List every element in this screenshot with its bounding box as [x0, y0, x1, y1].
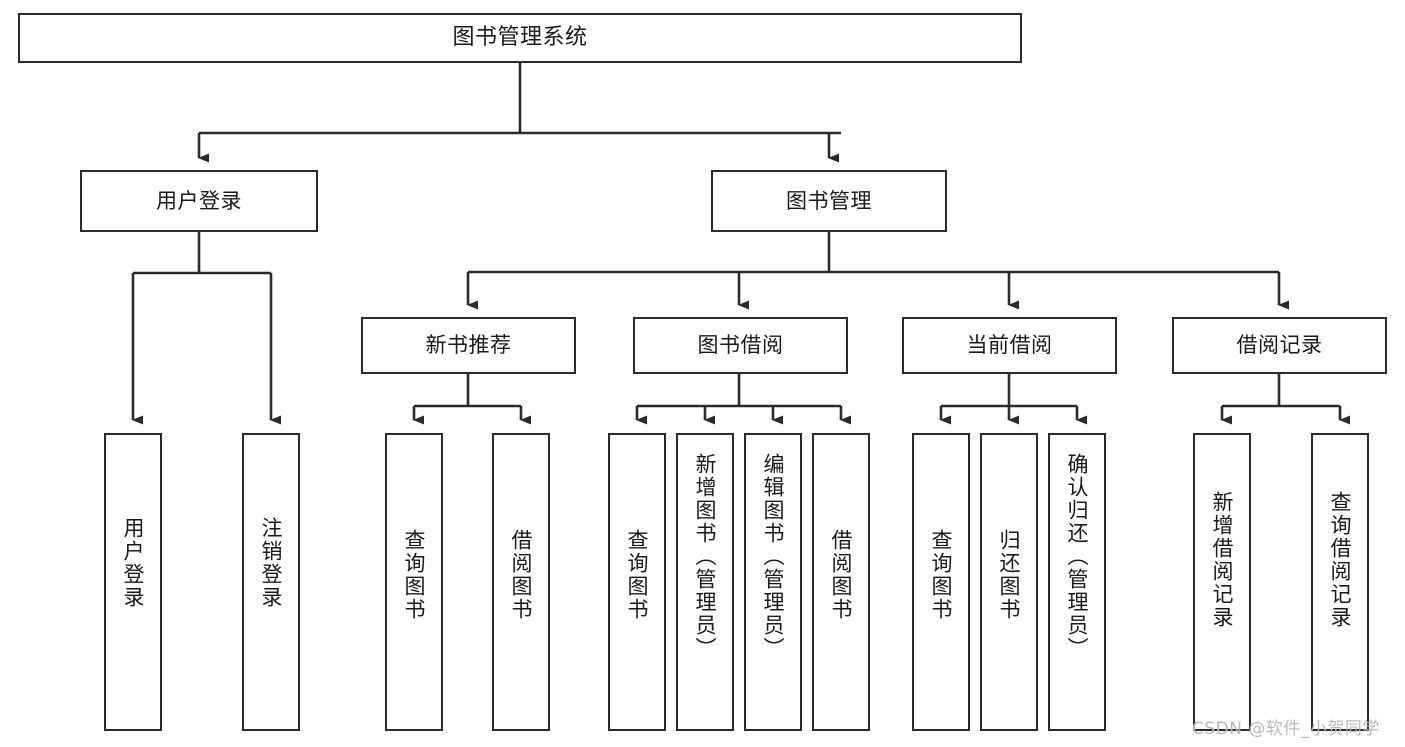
- leaf-record-add-borrow-record[interactable]: 新增借阅记录: [1193, 433, 1251, 731]
- leaf-current-confirm-return-admin[interactable]: 确认归还（管理员）: [1048, 433, 1106, 731]
- node-book-management[interactable]: 图书管理: [711, 170, 947, 232]
- csdn-watermark: CSDN @软件_小贺同学: [1192, 719, 1380, 739]
- leaf-newbook-borrow-book[interactable]: 借阅图书: [492, 433, 550, 731]
- node-new-book-recommend[interactable]: 新书推荐: [361, 317, 576, 374]
- node-borrow-record[interactable]: 借阅记录: [1172, 317, 1387, 374]
- node-user-login[interactable]: 用户登录: [80, 170, 318, 232]
- node-label: 图书管理系统: [452, 25, 588, 51]
- node-label: 查询图书: [402, 529, 427, 621]
- node-label: 查询图书: [625, 529, 650, 621]
- node-label: 新书推荐: [425, 333, 512, 358]
- leaf-current-query-book[interactable]: 查询图书: [912, 433, 970, 731]
- node-label: 当前借阅: [966, 333, 1053, 358]
- node-label: 用户登录: [121, 517, 146, 609]
- node-label: 借阅记录: [1236, 333, 1323, 358]
- leaf-record-query-borrow-record[interactable]: 查询借阅记录: [1311, 433, 1369, 731]
- node-root-book-management-system[interactable]: 图书管理系统: [18, 13, 1022, 63]
- node-label: 注销登录: [259, 517, 284, 609]
- node-label: 图书管理: [786, 188, 872, 213]
- node-label: 用户登录: [156, 188, 242, 213]
- node-label: 编辑图书（管理员）: [761, 453, 786, 660]
- leaf-borrow-borrow-book[interactable]: 借阅图书: [812, 433, 870, 731]
- node-label: 新增借阅记录: [1210, 491, 1235, 629]
- node-label: 确认归还（管理员）: [1065, 453, 1090, 660]
- node-label: 查询图书: [929, 529, 954, 621]
- node-label: 借阅图书: [509, 529, 534, 621]
- leaf-borrow-query-book[interactable]: 查询图书: [608, 433, 666, 731]
- leaf-user-login[interactable]: 用户登录: [104, 433, 162, 731]
- node-label: 归还图书: [997, 529, 1022, 621]
- node-label: 图书借阅: [697, 333, 784, 358]
- node-book-borrow[interactable]: 图书借阅: [633, 317, 848, 374]
- leaf-borrow-add-book-admin[interactable]: 新增图书（管理员）: [676, 433, 734, 731]
- node-label: 新增图书（管理员）: [693, 453, 718, 660]
- leaf-logout-login[interactable]: 注销登录: [242, 433, 300, 731]
- node-current-borrow[interactable]: 当前借阅: [902, 317, 1117, 374]
- node-label: 查询借阅记录: [1328, 491, 1353, 629]
- leaf-current-return-book[interactable]: 归还图书: [980, 433, 1038, 731]
- leaf-borrow-edit-book-admin[interactable]: 编辑图书（管理员）: [744, 433, 802, 731]
- leaf-newbook-query-book[interactable]: 查询图书: [385, 433, 443, 731]
- node-label: 借阅图书: [829, 529, 854, 621]
